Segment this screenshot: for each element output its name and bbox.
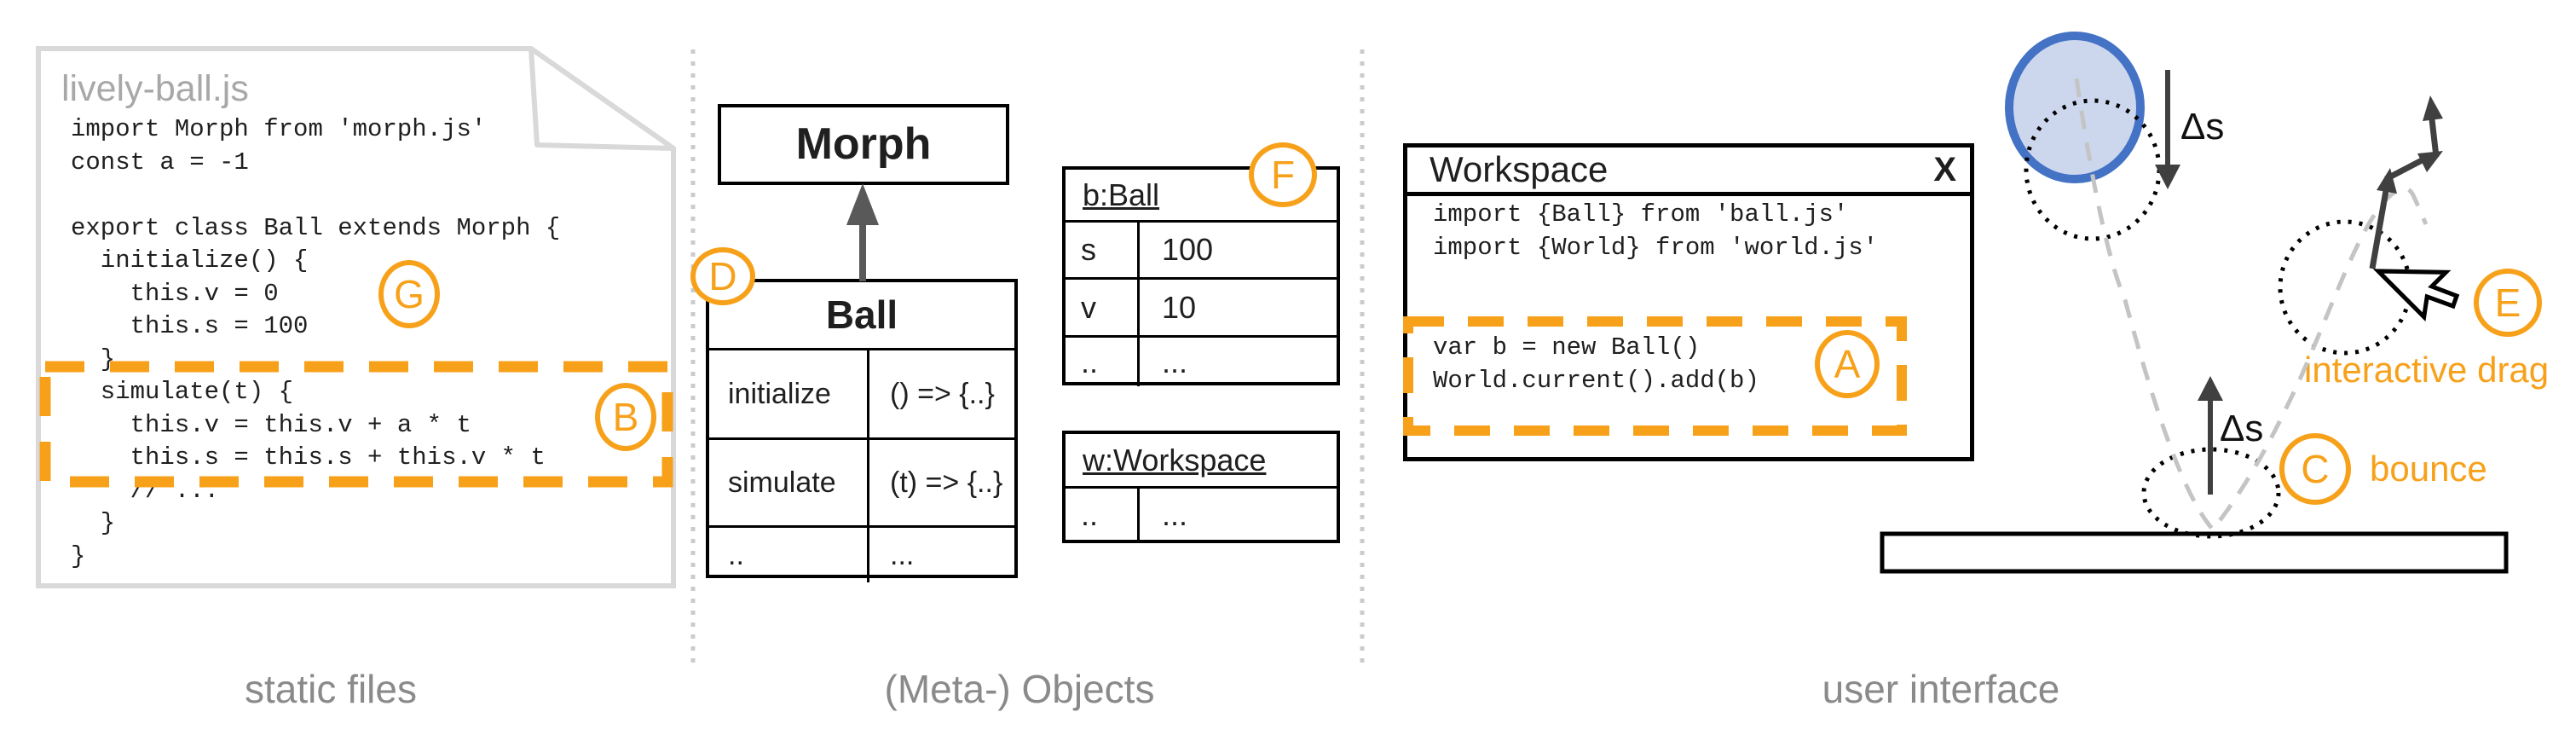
table-row: s 100 — [1066, 220, 1337, 277]
badge-f: F — [1249, 142, 1317, 207]
file-code: import Morph from 'morph.js' const a = -… — [71, 115, 561, 570]
window-title: Workspace — [1430, 149, 1609, 189]
badge-a: A — [1815, 330, 1880, 398]
ghost-circle-drag — [2278, 219, 2412, 356]
badge-b: B — [595, 383, 656, 451]
section-label-meta-objects: (Meta-) Objects — [884, 667, 1155, 711]
ghost-circle-fall — [2024, 98, 2162, 241]
badge-g: G — [378, 260, 440, 328]
section-label-static-files: static files — [245, 667, 417, 711]
class-table-title: Ball — [825, 292, 898, 337]
workspace-titlebar[interactable]: Workspace X — [1407, 148, 1970, 196]
drag-arrow-3-head — [2423, 96, 2443, 121]
ball-morph[interactable] — [2005, 32, 2145, 183]
drag-arrow-3-line — [2429, 119, 2440, 158]
drag-arrow-2-head — [2417, 151, 2443, 172]
table-row: .. ... — [1066, 486, 1337, 541]
table-row: simulate (t) => {..} — [709, 437, 1014, 525]
class-box-morph: Morph — [718, 104, 1009, 185]
cell-value: ... — [1162, 344, 1188, 379]
file-name: lively-ball.js — [61, 68, 249, 109]
cell-value: ... — [890, 538, 915, 571]
cell-key: simulate — [709, 440, 869, 525]
cell-key: .. — [709, 528, 869, 582]
cell-value: ... — [1162, 496, 1188, 532]
drag-arrow-2-line — [2384, 155, 2427, 182]
object-table-w-workspace: w:Workspace .. ... — [1062, 431, 1340, 543]
close-icon[interactable]: X — [1933, 150, 1956, 188]
ground-bar — [1880, 531, 2509, 574]
table-row: v 10 — [1066, 277, 1337, 335]
delta-s-up-label: Δs — [2220, 408, 2264, 449]
bounce-label: bounce — [2370, 449, 2487, 489]
class-table-ball: Ball initialize () => {..} simulate (t) … — [706, 279, 1018, 582]
workspace-window[interactable]: Workspace X import {Ball} from 'ball.js'… — [1403, 143, 1974, 461]
cell-key: .. — [1066, 489, 1140, 541]
section-label-user-interface: user interface — [1822, 667, 2060, 711]
workspace-snippet-code[interactable]: var b = new Ball() World.current().add(b… — [1433, 333, 1759, 395]
inheritance-arrow-head — [846, 183, 879, 225]
mouse-cursor-icon[interactable] — [2372, 238, 2466, 326]
badge-d: D — [690, 247, 755, 305]
cell-value: 100 — [1162, 232, 1214, 267]
object-table-title: b:Ball — [1083, 177, 1160, 212]
cell-key: v — [1066, 280, 1140, 335]
cell-key: s — [1066, 223, 1140, 277]
interactive-drag-label: interactive drag — [2304, 350, 2550, 390]
delta-s-down-arrow-head — [2155, 165, 2180, 189]
workspace-imports-code[interactable]: import {Ball} from 'ball.js' import {Wor… — [1433, 200, 1879, 262]
badge-e: E — [2474, 269, 2542, 337]
ghost-circle-bounce — [2141, 447, 2281, 539]
cell-value: 10 — [1162, 289, 1197, 325]
object-table-title: w:Workspace — [1083, 443, 1267, 478]
drag-arrow-1-head — [2377, 168, 2397, 194]
table-row: .. ... — [1066, 335, 1337, 386]
cell-value: () => {..} — [890, 377, 995, 410]
badge-c: C — [2279, 433, 2351, 505]
cell-key: initialize — [709, 350, 869, 437]
cell-key: .. — [1066, 338, 1140, 386]
delta-s-up-arrow-head — [2198, 376, 2223, 401]
table-row: .. ... — [709, 525, 1014, 582]
cell-value: (t) => {..} — [890, 466, 1003, 499]
table-row: initialize () => {..} — [709, 348, 1014, 437]
drag-arrow-1-line — [2369, 185, 2390, 269]
delta-s-down-label: Δs — [2180, 106, 2225, 148]
